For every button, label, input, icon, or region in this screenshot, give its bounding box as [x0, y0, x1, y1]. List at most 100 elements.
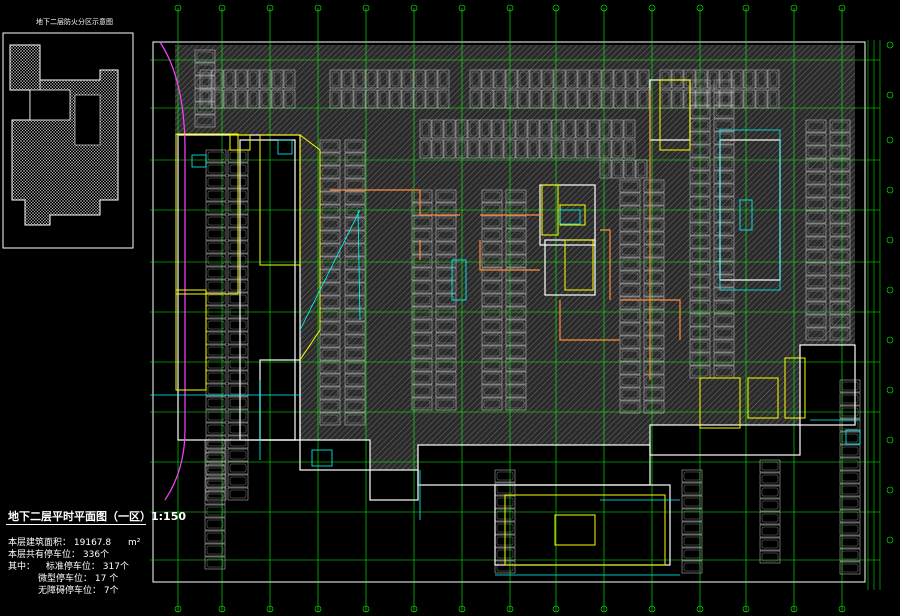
duct-run — [559, 300, 620, 341]
equipment-box — [739, 199, 753, 231]
parking-stall — [505, 319, 527, 333]
parking-stall — [329, 89, 342, 109]
car-symbol — [507, 91, 516, 107]
parking-stall — [611, 119, 624, 139]
car-symbol — [673, 71, 682, 87]
car-symbol — [229, 346, 247, 356]
parking-stall — [719, 89, 732, 109]
car-symbol — [213, 91, 222, 107]
car-symbol — [589, 121, 598, 137]
car-symbol — [621, 311, 639, 321]
axis-bubble — [742, 605, 750, 613]
car-symbol — [831, 147, 849, 157]
car-symbol — [249, 71, 258, 87]
parking-stall — [205, 422, 227, 436]
parking-stall — [344, 282, 366, 296]
car-symbol — [553, 121, 562, 137]
car-symbol — [621, 181, 639, 191]
car-symbol — [683, 484, 701, 494]
ducts — [150, 90, 861, 576]
axis-bubble — [410, 605, 418, 613]
parking-stall — [413, 89, 426, 109]
axis-bubble — [174, 605, 182, 613]
car-symbol — [613, 161, 622, 177]
car-symbol — [321, 336, 339, 346]
parking-stall — [829, 197, 851, 211]
car-symbol — [229, 294, 247, 304]
parking-stall — [839, 457, 861, 471]
car-symbol — [715, 328, 733, 338]
car-symbol — [229, 372, 247, 382]
car-symbol — [207, 359, 225, 369]
car-symbol — [683, 562, 701, 572]
car-symbol — [331, 91, 340, 107]
car-symbol — [691, 354, 709, 364]
car-symbol — [691, 120, 709, 130]
parking-stall — [437, 69, 450, 89]
car-symbol — [346, 388, 364, 398]
car-symbol — [413, 321, 431, 331]
parking-stall — [505, 228, 527, 242]
parking-total-row: 本层共有停车位： 336个 — [8, 549, 140, 561]
parking-stall — [713, 339, 735, 353]
axis-bubble — [886, 91, 894, 99]
car-symbol — [831, 264, 849, 274]
car-symbol — [483, 256, 501, 266]
parking-stall — [805, 262, 827, 276]
car-symbol — [715, 263, 733, 273]
car-symbol — [201, 71, 210, 87]
car-symbol — [237, 91, 246, 107]
car-symbol — [321, 401, 339, 411]
car-symbol — [831, 251, 849, 261]
parking-stall — [205, 188, 227, 202]
parking-stall — [541, 89, 554, 109]
parking-stall — [829, 223, 851, 237]
parking-stall — [344, 295, 366, 309]
car-symbol — [807, 329, 825, 339]
duct-run — [330, 189, 460, 216]
car-symbol — [507, 217, 525, 227]
car-symbol — [621, 389, 639, 399]
car-symbol — [691, 328, 709, 338]
car-symbol — [437, 191, 455, 201]
parking-stall — [805, 158, 827, 172]
parking-stall — [805, 223, 827, 237]
car-symbol — [321, 323, 339, 333]
parking-stall — [689, 157, 711, 171]
parking-stall — [759, 485, 781, 499]
parking-stall — [344, 230, 366, 244]
parking-stall — [755, 89, 768, 109]
parking-stall — [344, 204, 366, 218]
parking-stall — [689, 183, 711, 197]
car-symbol — [457, 141, 466, 157]
car-symbol — [196, 116, 214, 126]
car-symbol — [457, 121, 466, 137]
car-symbol — [495, 71, 504, 87]
car-symbol — [831, 134, 849, 144]
parking-stall — [619, 387, 641, 401]
parking-stall — [341, 69, 354, 89]
car-symbol — [645, 350, 663, 360]
parking-stall — [435, 254, 457, 268]
car-symbol — [645, 233, 663, 243]
car-symbol — [421, 121, 430, 137]
car-symbol — [413, 243, 431, 253]
car-symbol — [691, 159, 709, 169]
parking-stall — [619, 361, 641, 375]
car-symbol — [507, 347, 525, 357]
parking-stall — [467, 119, 480, 139]
parking-stall — [271, 89, 284, 109]
parking-stall — [805, 275, 827, 289]
stats-block: 本层建筑面积： 19167.8 m² 本层共有停车位： 336个 其中： 标准停… — [8, 537, 140, 597]
car-symbol — [346, 414, 364, 424]
car-symbol — [841, 498, 859, 508]
car-symbol — [346, 245, 364, 255]
car-symbol — [437, 269, 455, 279]
parking-stall — [829, 314, 851, 328]
car-symbol — [505, 141, 514, 157]
car-symbol — [621, 324, 639, 334]
parking-stall — [565, 89, 578, 109]
parking-stall — [619, 335, 641, 349]
car-symbol — [321, 232, 339, 242]
car-symbol — [261, 91, 270, 107]
